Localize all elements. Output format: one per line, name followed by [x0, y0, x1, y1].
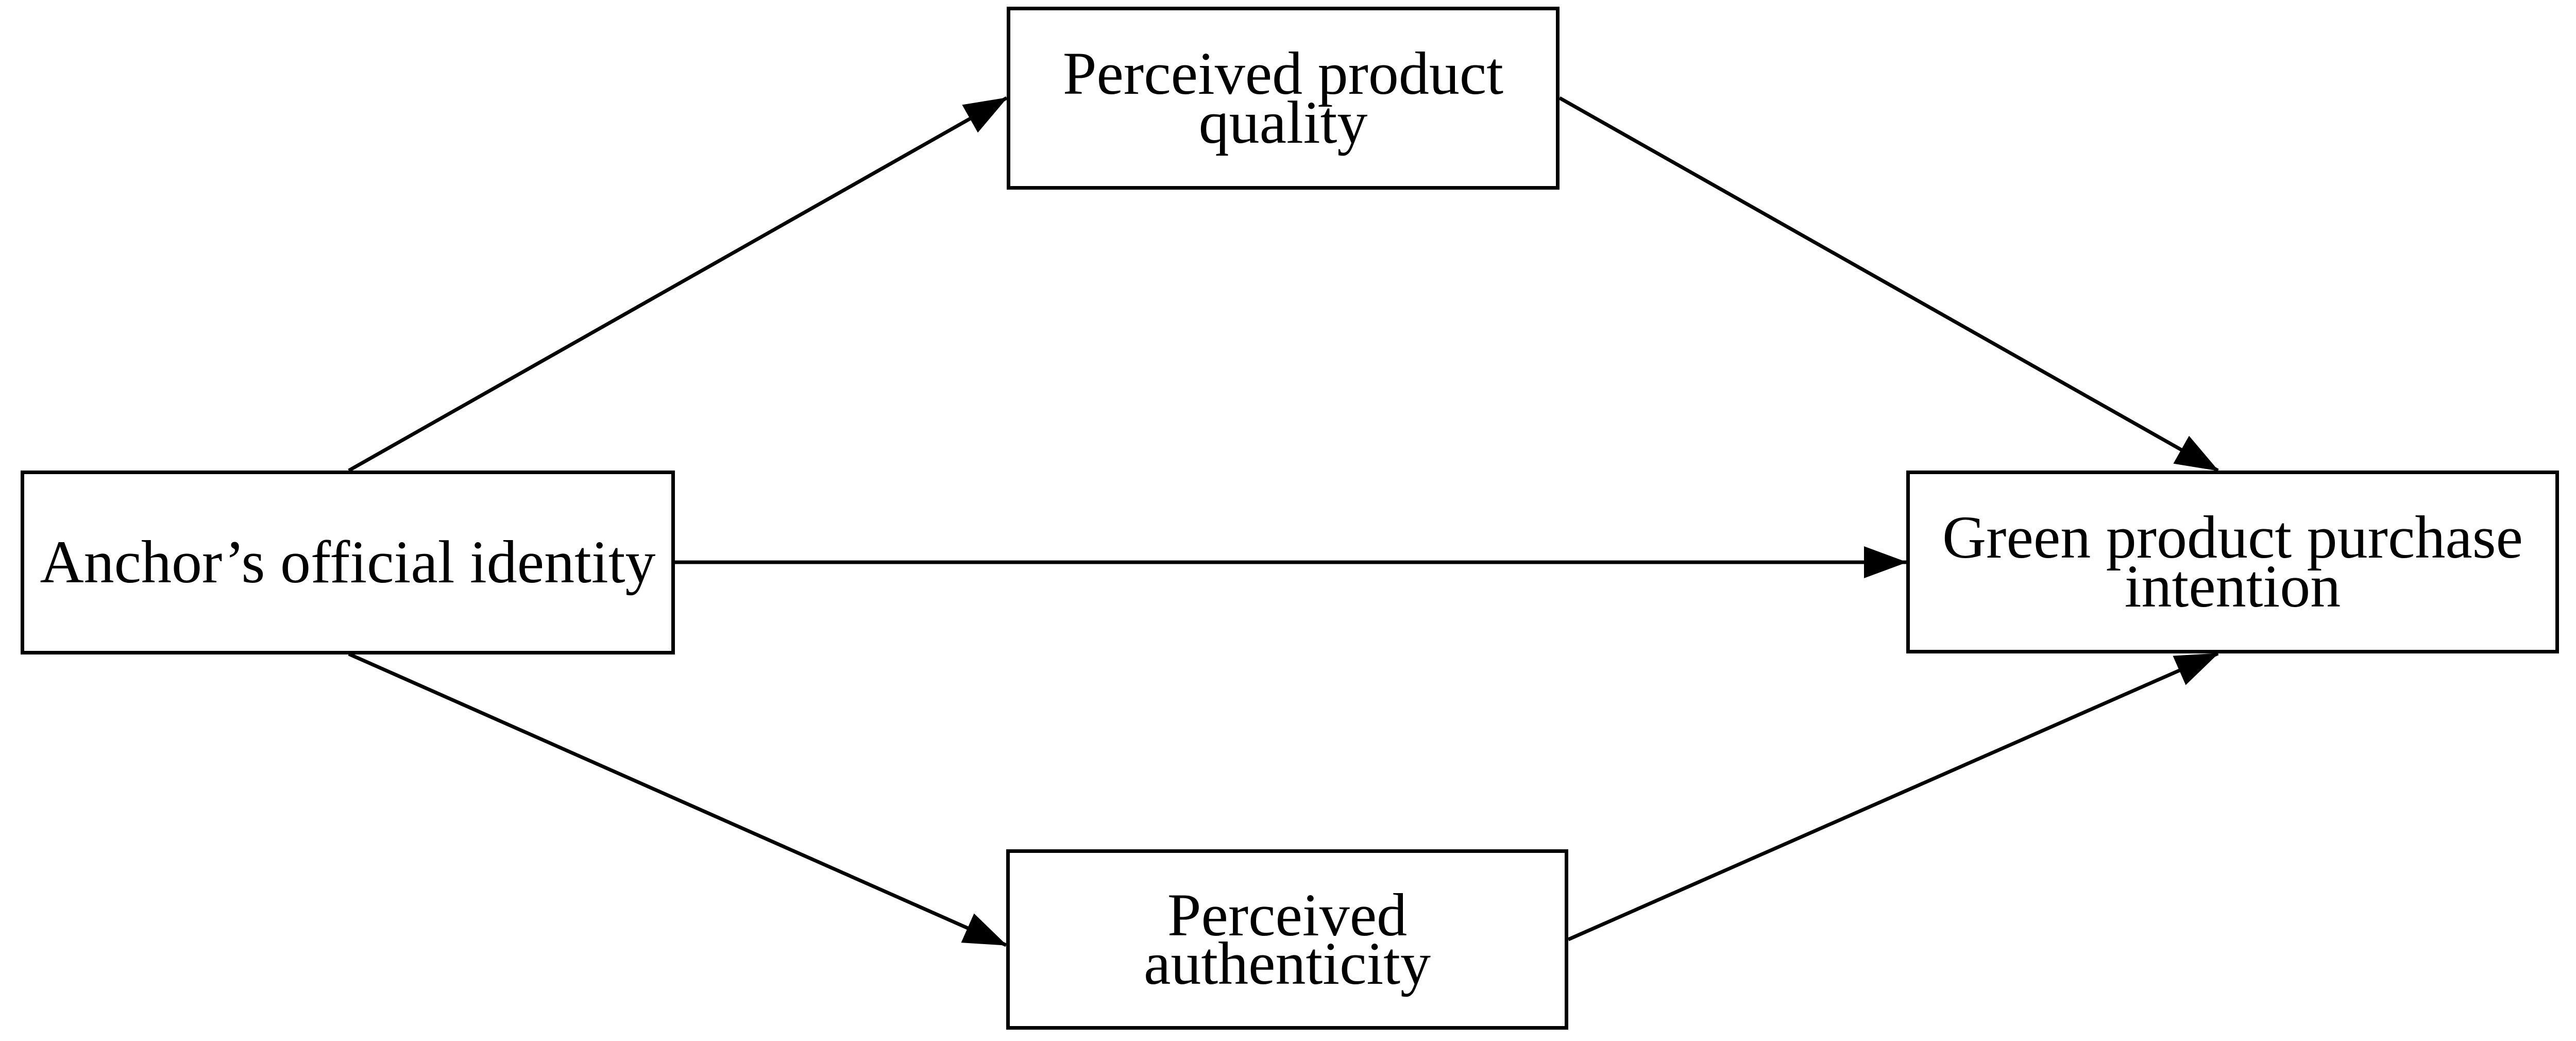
arrow-quality-to-intention — [1558, 96, 2219, 473]
node-label-perceived-product-quality: Perceived product quality — [1062, 40, 1504, 156]
node-perceived-authenticity: Perceived authenticity — [1006, 849, 1568, 1030]
arrow-authenticity-to-intention — [1567, 651, 2219, 942]
node-label-perceived-authenticity: Perceived authenticity — [1143, 881, 1431, 997]
node-anchor-official-identity: Anchor’s official identity — [21, 471, 675, 654]
arrow-identity-to-authenticity — [348, 652, 1007, 947]
node-label-anchor-official-identity: Anchor’s official identity — [40, 528, 656, 596]
node-perceived-product-quality: Perceived product quality — [1007, 7, 1560, 190]
node-label-green-product-purchase-intention: Green product purchase intention — [1942, 503, 2523, 620]
arrow-identity-to-quality — [348, 96, 1008, 473]
node-green-product-purchase-intention: Green product purchase intention — [1906, 471, 2559, 653]
